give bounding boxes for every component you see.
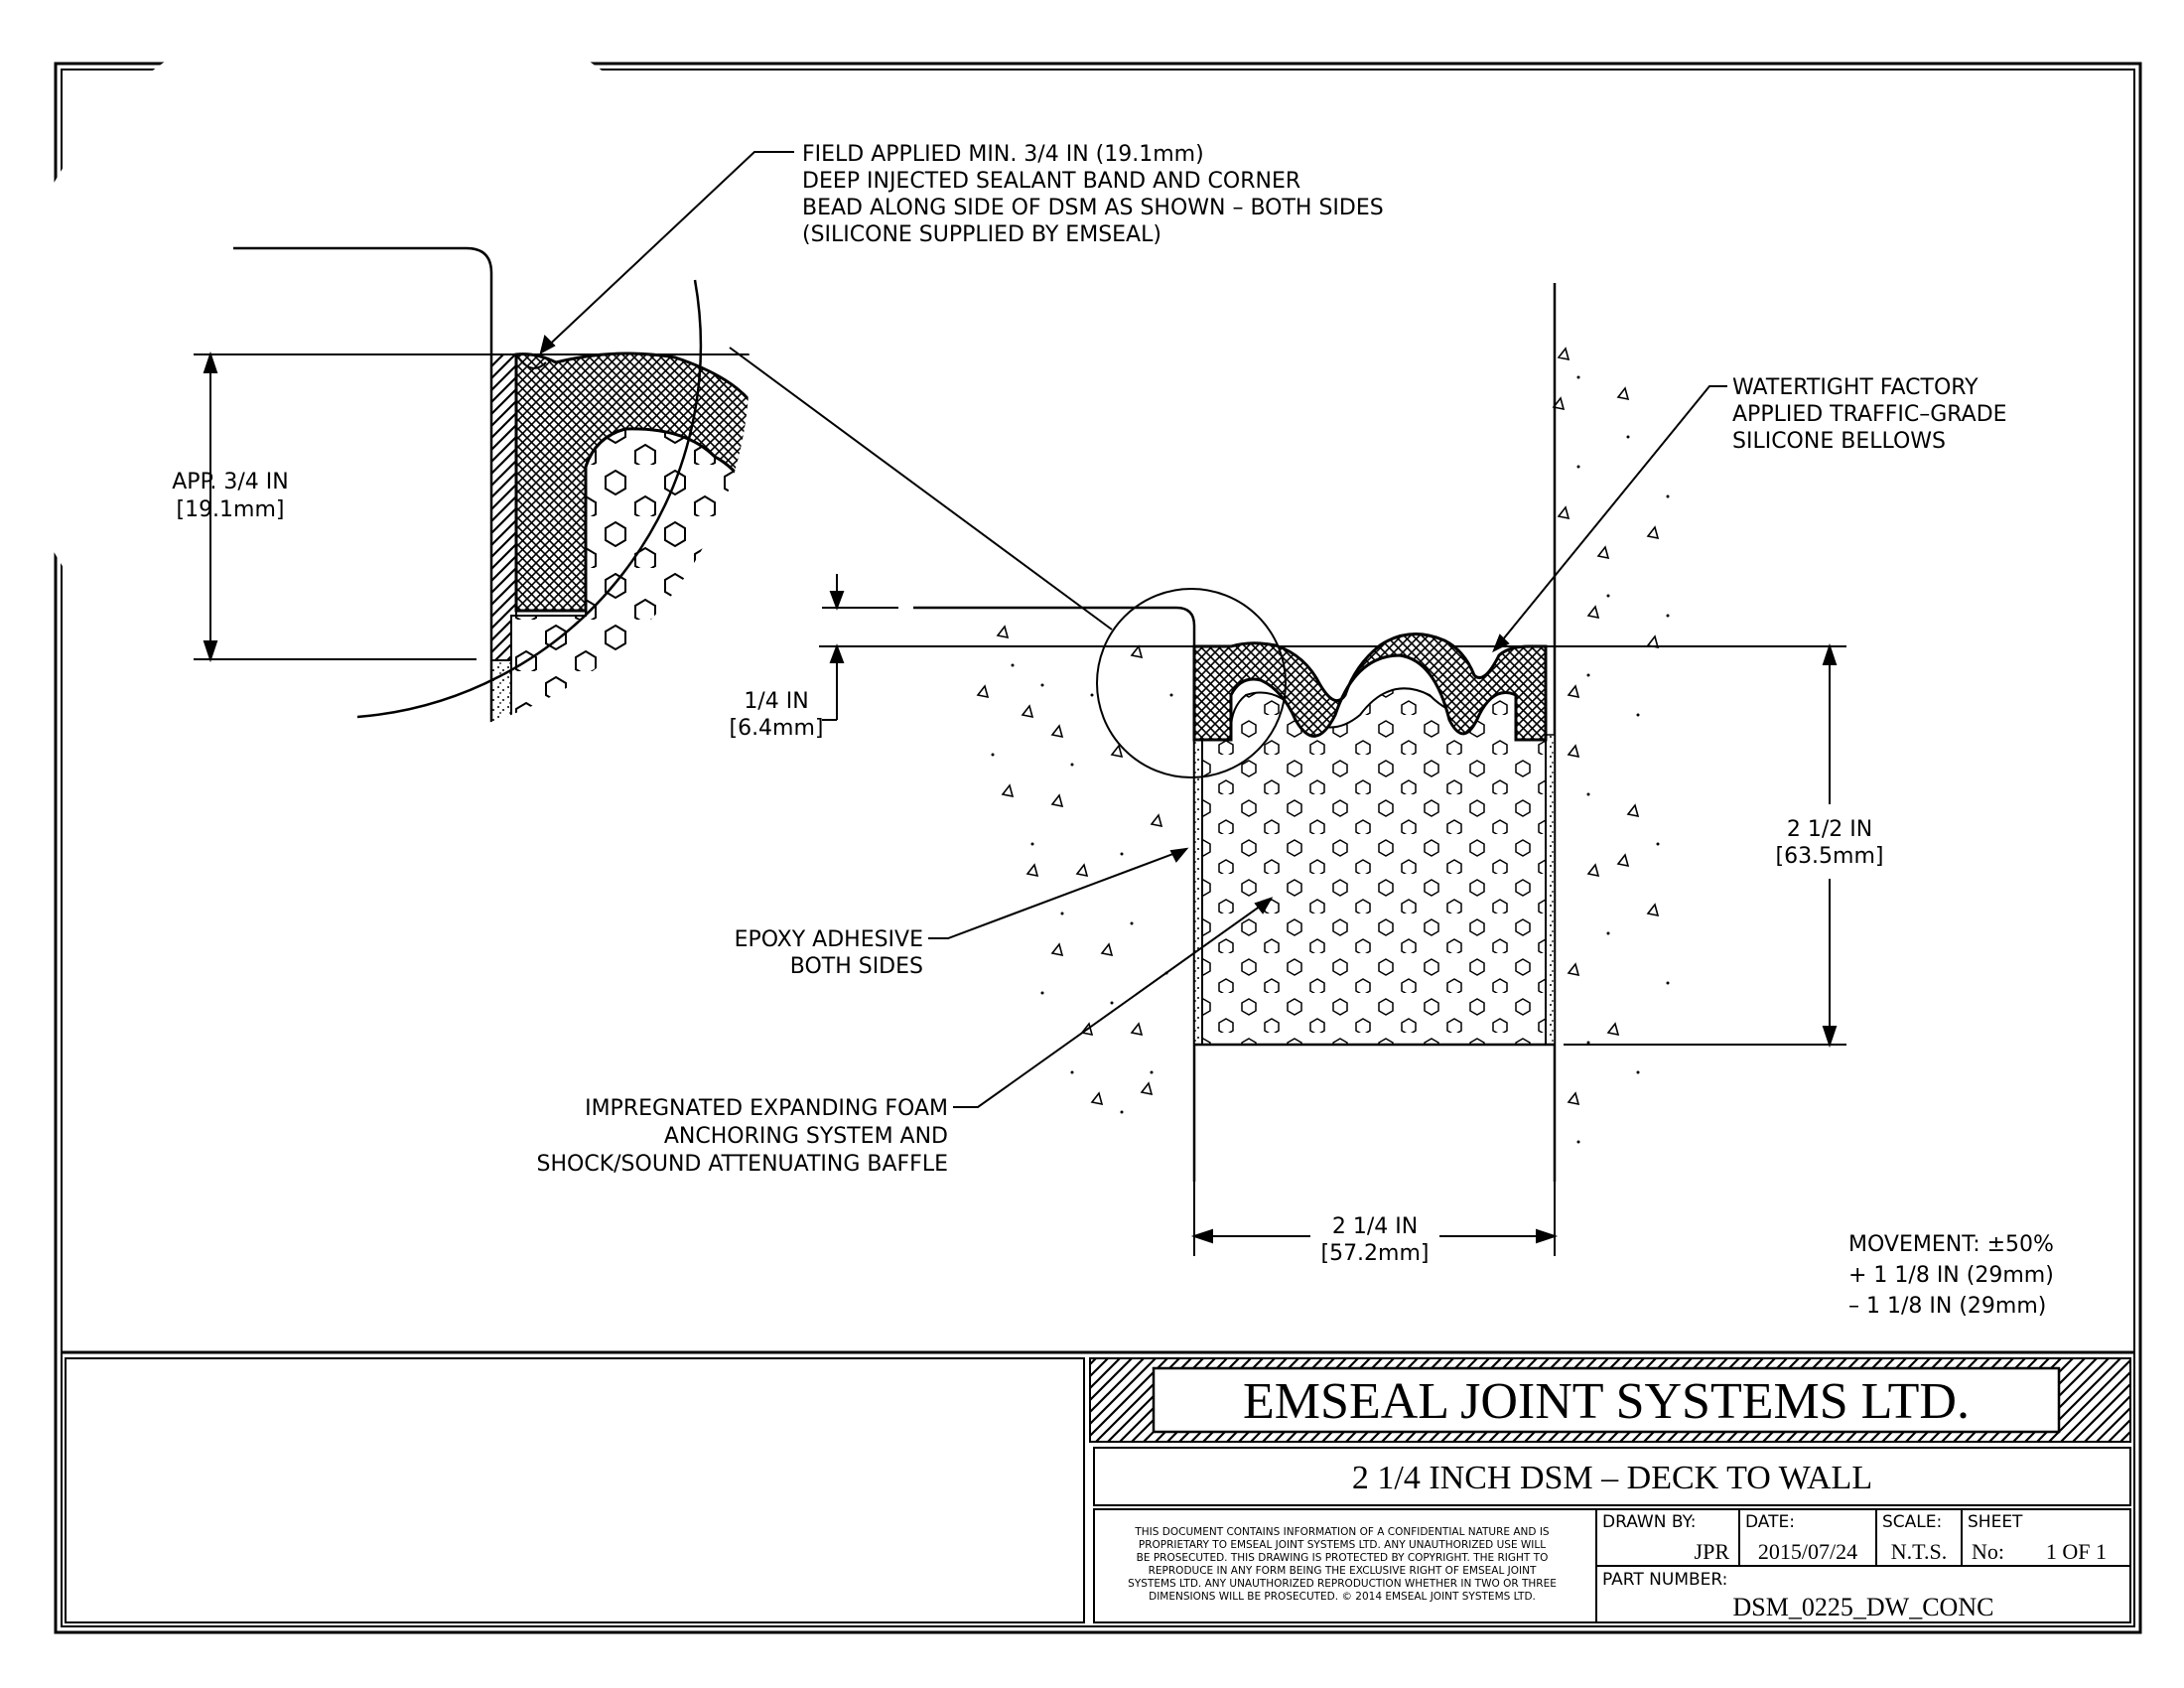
dim-depth-label: 2 1/2 IN bbox=[1787, 817, 1872, 842]
drawn-by-value: JPR bbox=[1695, 1539, 1730, 1564]
sheet-border bbox=[54, 62, 2142, 1634]
note-bellows-line: WATERTIGHT FACTORY bbox=[1732, 375, 1979, 400]
disclaimer-line: THIS DOCUMENT CONTAINS INFORMATION OF A … bbox=[1134, 1526, 1550, 1538]
sheet-no-label: No: bbox=[1972, 1539, 2004, 1564]
dimension-labels: APP. 3/4 IN [19.1mm] 1/4 IN [6.4mm] 2 1/… bbox=[172, 470, 1883, 1266]
dimension-detail-depth bbox=[194, 351, 477, 663]
note-movement-line: + 1 1/8 IN (29mm) bbox=[1848, 1263, 2054, 1288]
note-sealant-line: FIELD APPLIED MIN. 3/4 IN (19.1mm) bbox=[802, 142, 1204, 167]
company-name: EMSEAL JOINT SYSTEMS LTD. bbox=[1243, 1373, 1970, 1430]
dim-recess-label: 1/4 IN bbox=[744, 689, 808, 714]
disclaimer-line: BE PROSECUTED. THIS DRAWING IS PROTECTED… bbox=[1137, 1552, 1549, 1564]
part-number-value: DSM_0225_DW_CONC bbox=[1733, 1593, 1994, 1621]
note-sealant-line: BEAD ALONG SIDE OF DSM AS SHOWN – BOTH S… bbox=[802, 196, 1384, 220]
sheet-no-value: 1 OF 1 bbox=[2046, 1539, 2107, 1564]
enlarged-detail bbox=[5, 0, 750, 740]
note-movement-line: MOVEMENT: ±50% bbox=[1848, 1232, 2054, 1257]
disclaimer-line: REPRODUCE IN ANY FORM BEING THE EXCLUSIV… bbox=[1149, 1565, 1537, 1577]
note-foam-line: SHOCK/SOUND ATTENUATING BAFFLE bbox=[537, 1152, 948, 1177]
note-epoxy-line: EPOXY ADHESIVE bbox=[735, 927, 923, 952]
disclaimer-line: PROPRIETARY TO EMSEAL JOINT SYSTEMS LTD.… bbox=[1139, 1539, 1546, 1551]
note-movement: MOVEMENT: ±50% + 1 1/8 IN (29mm) – 1 1/8… bbox=[1848, 1232, 2054, 1319]
scale-label: SCALE: bbox=[1882, 1512, 1942, 1532]
note-movement-line: – 1 1/8 IN (29mm) bbox=[1848, 1294, 2046, 1319]
dimension-recess bbox=[822, 574, 898, 721]
drawn-by-label: DRAWN BY: bbox=[1602, 1512, 1696, 1532]
title-block: EMSEAL JOINT SYSTEMS LTD. 2 1/4 INCH DSM… bbox=[1089, 1357, 2131, 1623]
epoxy-band-right bbox=[1545, 734, 1556, 1046]
drawing-title: 2 1/4 INCH DSM – DECK TO WALL bbox=[1352, 1460, 1872, 1496]
note-foam: IMPREGNATED EXPANDING FOAM ANCHORING SYS… bbox=[537, 1096, 948, 1177]
leader-lines bbox=[539, 151, 1727, 1108]
note-epoxy: EPOXY ADHESIVE BOTH SIDES bbox=[735, 927, 923, 979]
detail-boundary-arc bbox=[356, 279, 703, 719]
epoxy-band-left bbox=[1193, 734, 1203, 1046]
dim-detail-depth-label: APP. 3/4 IN bbox=[172, 470, 289, 494]
disclaimer-line: SYSTEMS LTD. ANY UNAUTHORIZED REPRODUCTI… bbox=[1128, 1578, 1557, 1590]
detail-callout-circle bbox=[1096, 588, 1287, 778]
note-bellows: WATERTIGHT FACTORY APPLIED TRAFFIC–GRADE… bbox=[1732, 375, 2007, 454]
dim-depth-label: [63.5mm] bbox=[1775, 844, 1883, 869]
dim-detail-depth-label: [19.1mm] bbox=[176, 497, 284, 522]
date-value: 2015/07/24 bbox=[1758, 1539, 1857, 1564]
foam-body bbox=[1201, 680, 1547, 1046]
dim-width-label: 2 1/4 IN bbox=[1332, 1214, 1418, 1239]
note-sealant-line: DEEP INJECTED SEALANT BAND AND CORNER bbox=[802, 169, 1300, 194]
dim-recess-label: [6.4mm] bbox=[729, 716, 823, 741]
note-sealant: FIELD APPLIED MIN. 3/4 IN (19.1mm) DEEP … bbox=[802, 142, 1384, 247]
note-bellows-line: APPLIED TRAFFIC–GRADE bbox=[1732, 402, 2007, 427]
disclaimer-line: DIMENSIONS WILL BE PROSECUTED. © 2014 EM… bbox=[1149, 1591, 1536, 1603]
note-epoxy-line: BOTH SIDES bbox=[790, 954, 923, 979]
note-bellows-line: SILICONE BELLOWS bbox=[1732, 429, 1946, 454]
dimension-width bbox=[1190, 1157, 1559, 1256]
dim-width-label: [57.2mm] bbox=[1320, 1241, 1429, 1266]
part-number-label: PART NUMBER: bbox=[1602, 1570, 1727, 1590]
note-foam-line: IMPREGNATED EXPANDING FOAM bbox=[585, 1096, 948, 1121]
sheet-label: SHEET bbox=[1968, 1512, 2023, 1532]
disclaimer: THIS DOCUMENT CONTAINS INFORMATION OF A … bbox=[1128, 1526, 1557, 1603]
dimension-depth bbox=[1564, 642, 1846, 1049]
scale-value: N.T.S. bbox=[1891, 1539, 1947, 1564]
note-sealant-line: (SILICONE SUPPLIED BY EMSEAL) bbox=[802, 222, 1161, 247]
date-label: DATE: bbox=[1745, 1512, 1795, 1532]
detail-connector-line bbox=[729, 347, 1113, 631]
note-foam-line: ANCHORING SYSTEM AND bbox=[664, 1124, 948, 1149]
